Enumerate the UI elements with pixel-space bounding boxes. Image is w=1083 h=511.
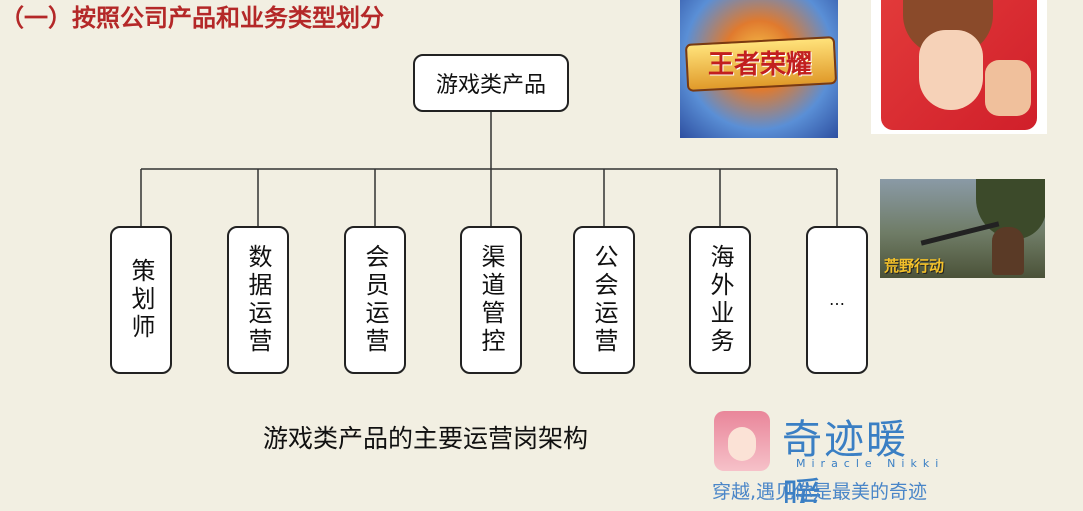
node-label: 策划师 <box>128 258 154 342</box>
node-label: 会员运营 <box>362 244 388 356</box>
node-label: 海外业务 <box>707 244 733 356</box>
node-guild-operations: 公会运营 <box>573 226 635 374</box>
game-logo-text: 王者荣耀 <box>690 44 830 81</box>
node-overseas-business: 海外业务 <box>689 226 751 374</box>
soldier-shape <box>992 227 1024 275</box>
anime-game-image <box>871 0 1047 134</box>
node-label: 数据运营 <box>245 244 271 356</box>
node-planner: 策划师 <box>110 226 172 374</box>
node-member-operations: 会员运营 <box>344 226 406 374</box>
node-label: 公会运营 <box>591 244 617 356</box>
character-hand <box>985 60 1031 116</box>
anime-card <box>881 0 1037 130</box>
diagram-caption: 游戏类产品的主要运营岗架构 <box>263 419 588 455</box>
root-node: 游戏类产品 <box>413 54 569 112</box>
node-label: … <box>829 287 845 313</box>
honor-of-kings-image: 王者荣耀 <box>680 0 838 138</box>
node-channel-control: 渠道管控 <box>460 226 522 374</box>
miracle-nikki-image: 奇迹暖暖 Miracle Nikki 穿越,遇见你是最美的奇迹 <box>712 405 946 503</box>
node-more: … <box>806 226 868 374</box>
character-face <box>919 30 983 110</box>
nikki-subtitle: Miracle Nikki <box>796 457 944 470</box>
game-logo-text: 荒野行动 <box>884 255 944 276</box>
nikki-portrait <box>714 411 770 471</box>
rifle-shape <box>921 221 1000 245</box>
node-label: 渠道管控 <box>478 244 504 356</box>
root-node-label: 游戏类产品 <box>436 67 546 99</box>
node-data-operations: 数据运营 <box>227 226 289 374</box>
nikki-slogan: 穿越,遇见你是最美的奇迹 <box>712 477 927 503</box>
knives-out-image: 荒野行动 <box>880 179 1045 278</box>
